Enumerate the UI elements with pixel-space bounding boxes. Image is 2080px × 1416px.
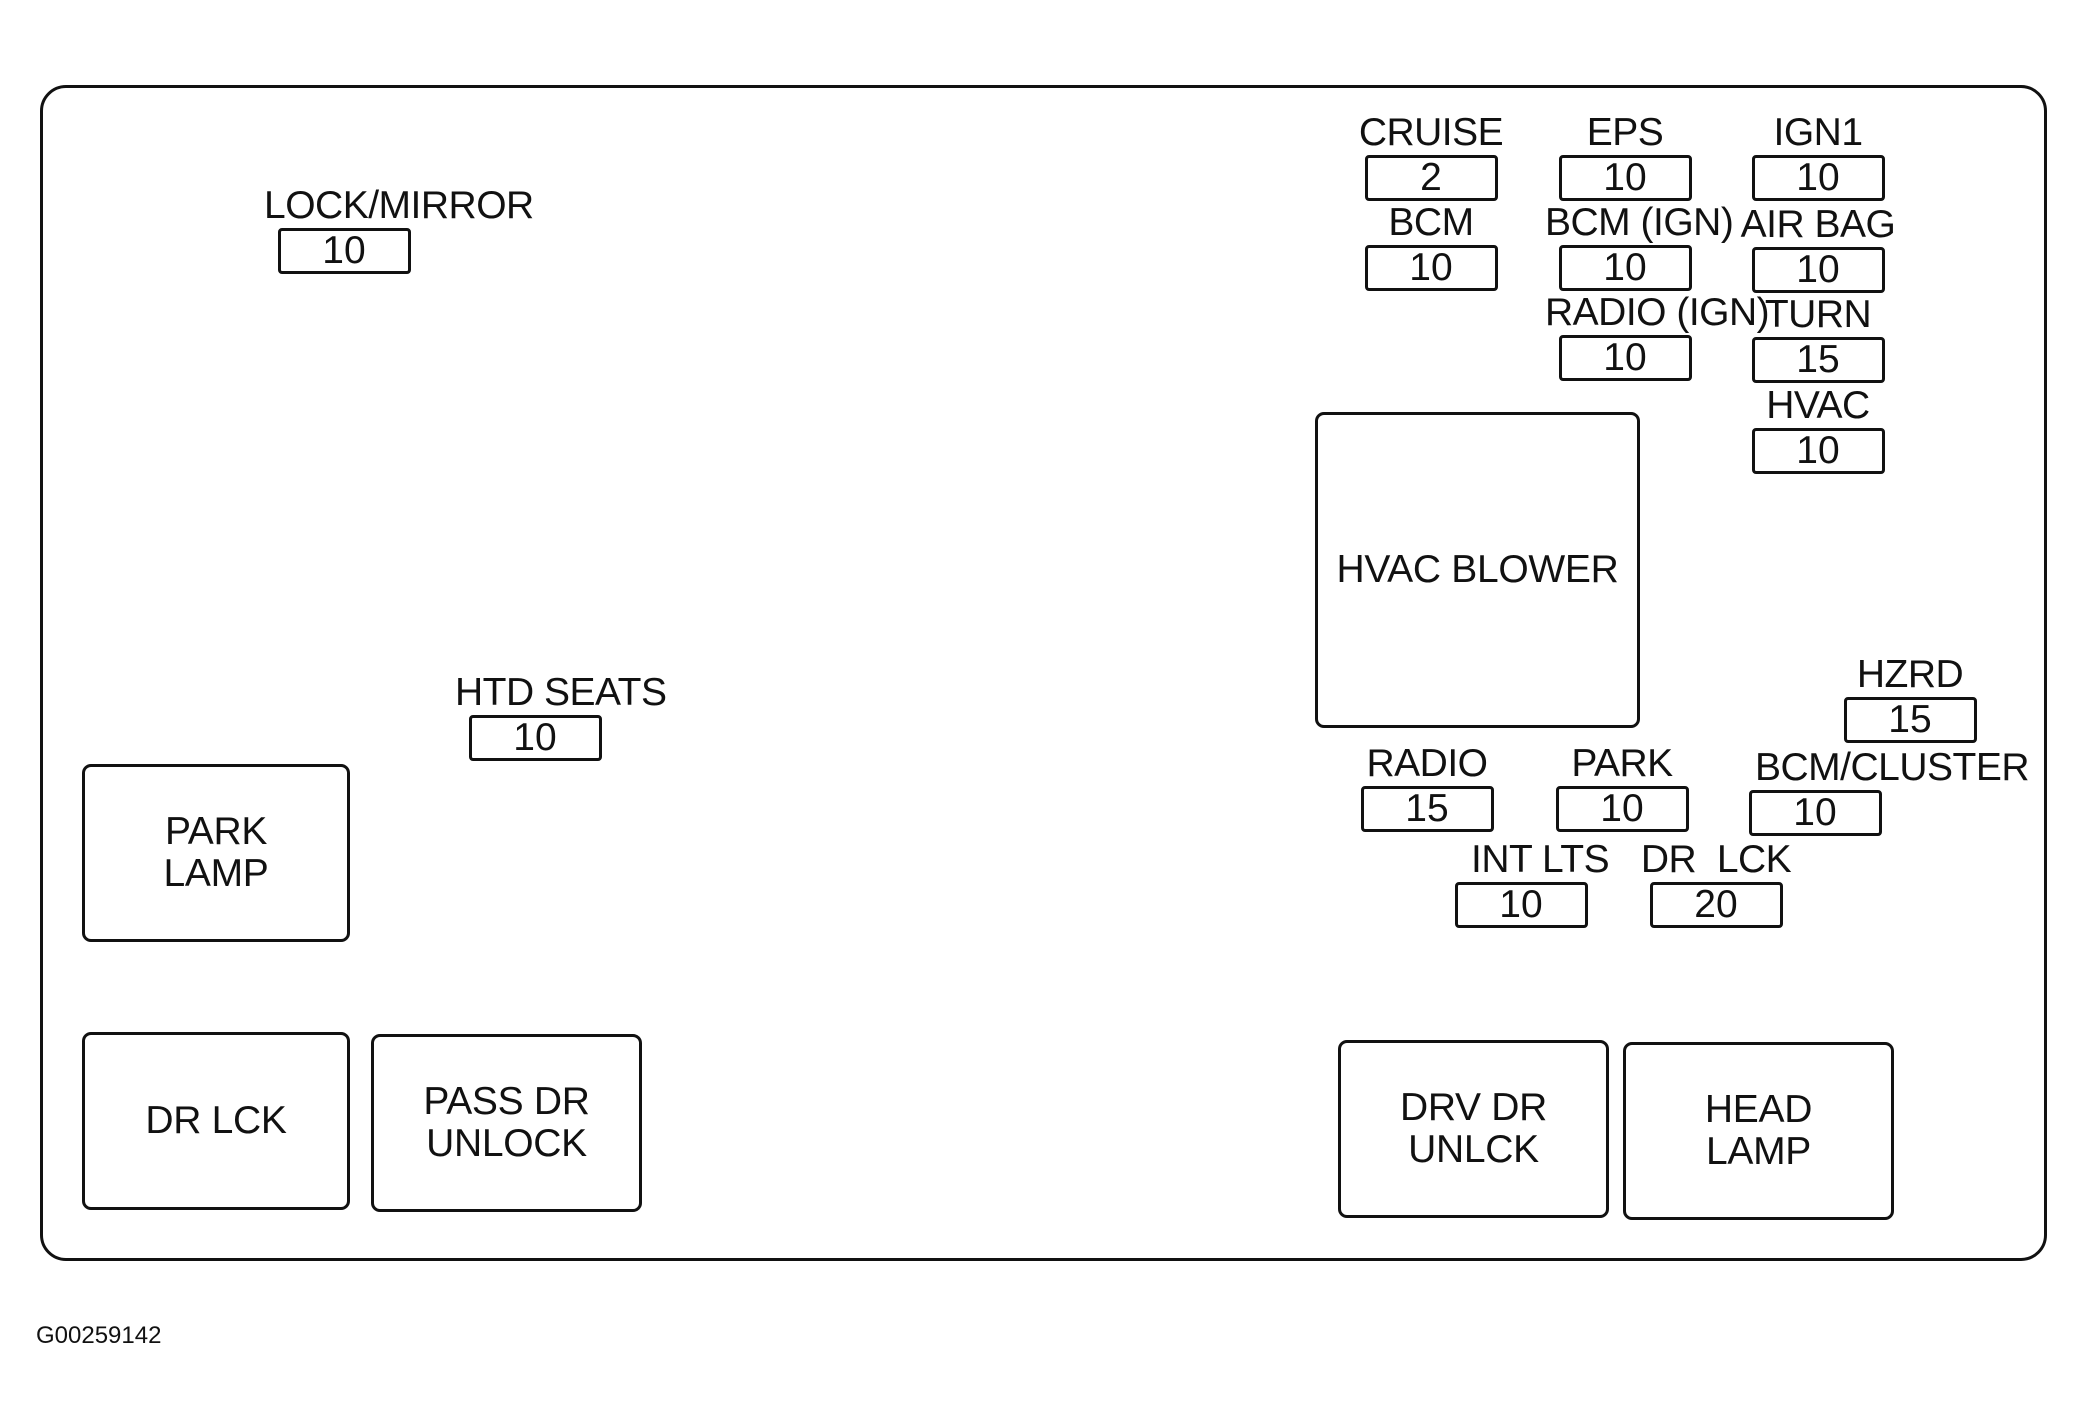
fuse-bcm-ign: BCM (IGN) 10 — [1545, 201, 1734, 291]
relay-hvac-blower: HVAC BLOWER — [1315, 412, 1640, 728]
fuse-int-lts: INT LTS 10 — [1441, 838, 1610, 928]
fuse-label: DR LCK — [1640, 838, 1792, 881]
fuse-label: HZRD — [1856, 653, 1964, 696]
fuse-rating: 10 — [1751, 428, 1885, 474]
fuse-cruise: CRUISE 2 — [1351, 113, 1511, 201]
fuse-label: INT LTS — [1471, 838, 1610, 881]
fuse-rating: 10 — [277, 228, 411, 274]
fuse-label: TURN — [1764, 293, 1872, 336]
fuse-label: AIR BAG — [1740, 203, 1896, 246]
fuse-park: PARK 10 — [1542, 744, 1702, 832]
fuse-label: PARK — [1571, 742, 1673, 785]
fuse-label: BCM (IGN) — [1545, 201, 1734, 244]
fuse-label: EPS — [1586, 111, 1664, 154]
fuse-hzrd: HZRD 15 — [1830, 655, 1990, 743]
fuse-rating: 15 — [1751, 337, 1885, 383]
fuse-label: HTD SEATS — [455, 671, 667, 714]
fuse-hvac: HVAC 10 — [1738, 386, 1898, 474]
fuse-rating: 10 — [1555, 786, 1689, 832]
fuse-rating: 10 — [1558, 335, 1692, 381]
figure-code: G00259142 — [36, 1322, 162, 1349]
fuse-radio: RADIO 15 — [1347, 744, 1507, 832]
fuse-rating: 10 — [1558, 155, 1692, 201]
fuse-label: HVAC — [1766, 384, 1870, 427]
fuse-eps: EPS 10 — [1545, 113, 1705, 201]
fuse-label: IGN1 — [1773, 111, 1863, 154]
fuse-label: BCM/CLUSTER — [1755, 746, 2030, 789]
fuse-rating: 10 — [1751, 155, 1885, 201]
fuse-bcm-cluster: BCM/CLUSTER 10 — [1735, 746, 2030, 836]
fuse-rating: 10 — [1751, 247, 1885, 293]
fuse-bcm: BCM 10 — [1351, 203, 1511, 291]
fuse-label: LOCK/MIRROR — [264, 184, 534, 227]
fuse-dr-lck: DR LCK 20 — [1636, 840, 1796, 928]
fuse-rating: 15 — [1843, 697, 1977, 743]
fuse-label: RADIO (IGN) — [1545, 291, 1770, 334]
fuse-rating: 15 — [1360, 786, 1494, 832]
fuse-air-bag: AIR BAG 10 — [1738, 205, 1898, 293]
fuse-ign1: IGN1 10 — [1738, 113, 1898, 201]
relay-dr-lck: DR LCK — [82, 1032, 350, 1210]
fuse-lock-mirror: LOCK/MIRROR 10 — [264, 184, 534, 274]
fuse-rating: 10 — [1454, 882, 1588, 928]
fuse-turn: TURN 15 — [1738, 295, 1898, 383]
relay-pass-dr-unlock: PASS DR UNLOCK — [371, 1034, 642, 1212]
fuse-label: BCM — [1388, 201, 1474, 244]
fuse-rating: 10 — [1364, 245, 1498, 291]
fuse-radio-ign: RADIO (IGN) 10 — [1545, 291, 1770, 381]
fuse-panel-outline — [40, 85, 2047, 1261]
relay-head-lamp: HEAD LAMP — [1623, 1042, 1894, 1220]
fuse-htd-seats: HTD SEATS 10 — [455, 671, 667, 761]
fuse-rating: 10 — [1558, 245, 1692, 291]
fuse-rating: 2 — [1364, 155, 1498, 201]
fuse-rating: 10 — [468, 715, 602, 761]
relay-drv-dr-unlck: DRV DR UNLCK — [1338, 1040, 1609, 1218]
fuse-label: CRUISE — [1358, 111, 1504, 154]
fuse-rating: 10 — [1748, 790, 1882, 836]
fuse-label: RADIO — [1366, 742, 1488, 785]
fuse-rating: 20 — [1649, 882, 1783, 928]
relay-park-lamp: PARK LAMP — [82, 764, 350, 942]
